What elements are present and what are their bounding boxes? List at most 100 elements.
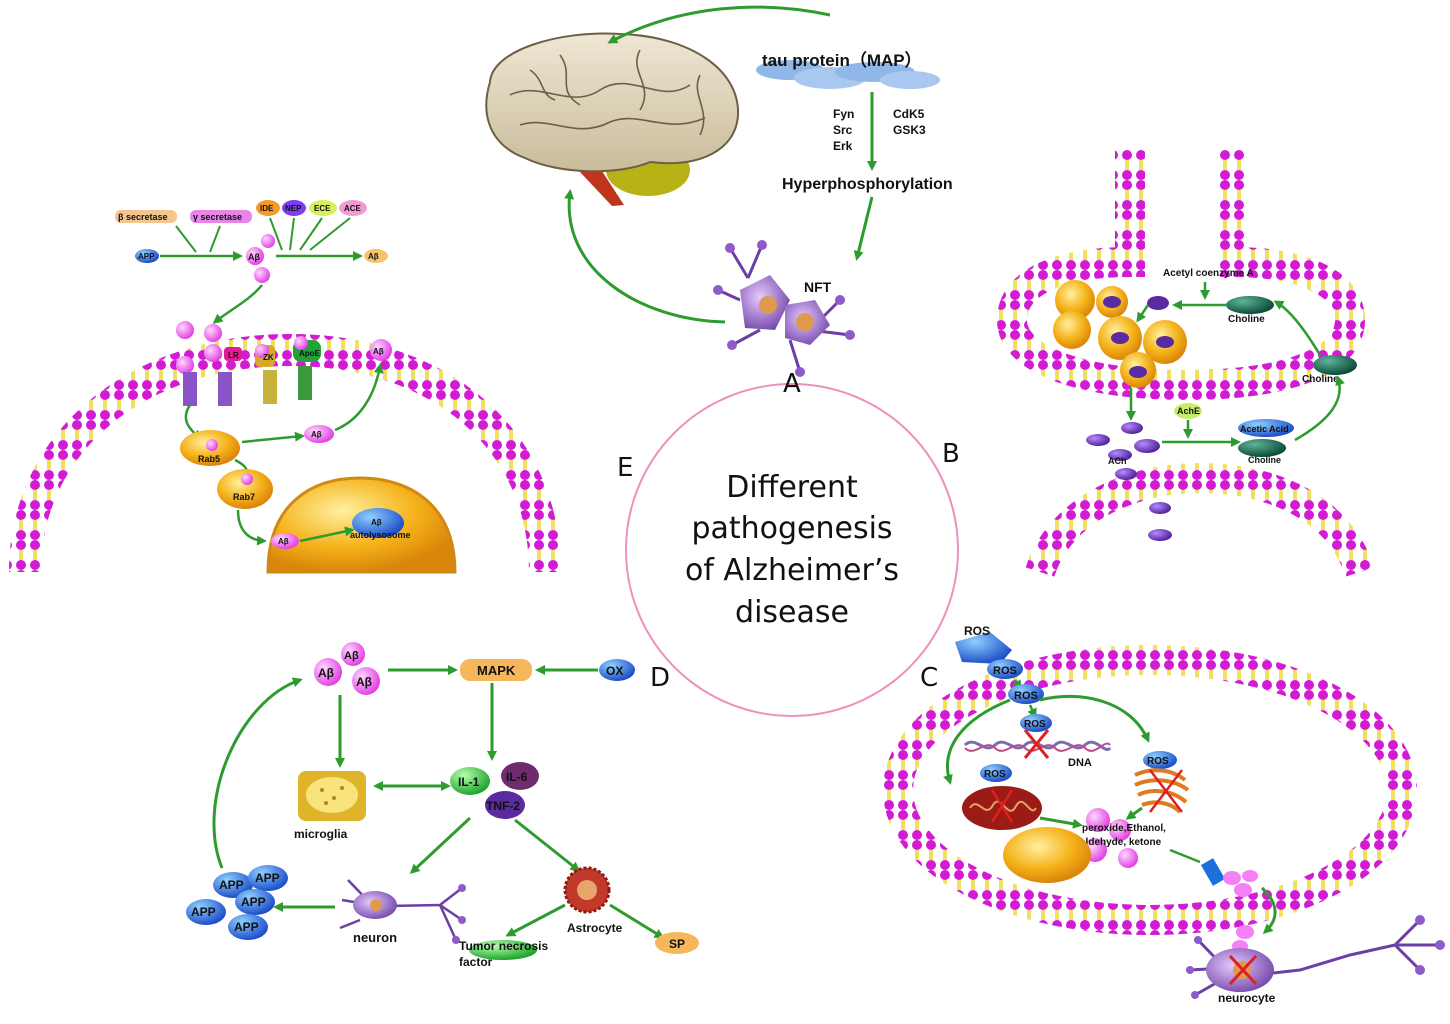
abeta-label-1: Aβ (248, 252, 260, 262)
kinase-erk: Erk (833, 139, 853, 153)
choline-molecule-bottom (1238, 439, 1286, 457)
rab5-label: Rab5 (198, 454, 220, 464)
choline-molecule-top (1226, 296, 1274, 314)
app-d-2: APP (255, 871, 280, 885)
abeta-cluster (246, 234, 275, 283)
receptor-lr: LR (228, 351, 239, 360)
il6-label: IL-6 (506, 770, 528, 784)
products-line-1: peroxide,Ethanol, (1082, 823, 1166, 834)
dna-icon (963, 729, 1112, 759)
abeta-d-2: Aβ (344, 650, 359, 662)
ros-label-3: ROS (1014, 690, 1038, 702)
panel-label-e: E (617, 453, 633, 483)
neuron-icon (339, 879, 466, 944)
receptor-apoe: ApoE (299, 349, 321, 358)
ros-label-4: ROS (1024, 719, 1046, 730)
kinase-gsk3: GSK3 (893, 123, 926, 137)
choline-right-label: Choline (1302, 374, 1339, 385)
brain-icon (485, 32, 740, 206)
panel-a-tau: tau protein（MAP） Fyn Src Erk CdK5 GSK3 H… (485, 5, 953, 377)
choline-molecule-right (1313, 355, 1357, 375)
nucleus (1003, 827, 1091, 883)
autolysosome-label: autolysosome (350, 530, 411, 540)
app-cluster (186, 865, 288, 940)
microglia-label: microglia (294, 827, 348, 841)
tnf-factor-molecule (469, 940, 537, 960)
app-d-5: APP (234, 920, 259, 934)
mitochondria-icon (962, 786, 1042, 830)
panel-label-a: A (783, 369, 801, 399)
tnf-factor-line-2: factor (459, 955, 493, 969)
panel-e-amyloid: β secretase γ secretase IDE NEP ECE ACE … (9, 200, 561, 574)
mapk-label: MAPK (477, 663, 516, 678)
abeta-group (314, 642, 380, 695)
abeta-label-3: Aβ (373, 347, 384, 356)
ros-molecule-outer (955, 632, 1012, 664)
beta-secretase-label: β secretase (118, 212, 168, 222)
app-molecule (135, 249, 159, 263)
rab7-endosome (217, 469, 273, 509)
abeta-label-2: Aβ (368, 252, 379, 261)
choline-top-label: Choline (1228, 314, 1265, 325)
mapk-box (460, 659, 532, 681)
receptor-zk: ZK (263, 353, 274, 362)
abeta-degraded (364, 249, 388, 263)
tnf-factor-line-1: Tumor necrosis (459, 939, 548, 953)
ox-molecule (599, 659, 635, 681)
kinase-cdk5: CdK5 (893, 107, 925, 121)
choline-bottom-label: Choline (1248, 455, 1281, 465)
golgi-er-icon (1134, 768, 1190, 814)
rab7-label: Rab7 (233, 492, 255, 502)
cytokines (450, 762, 539, 819)
microglia-icon (298, 771, 366, 821)
abeta-label-4: Aβ (311, 430, 322, 439)
abeta-label-5: Aβ (278, 537, 289, 546)
astrocyte-icon (563, 866, 611, 914)
sp-label: SP (669, 937, 685, 951)
abeta-d-1: Aβ (318, 666, 334, 680)
enzyme-nep: NEP (285, 204, 302, 213)
panel-b-cholinergic: Acetyl coenzyme A Choline Choline ACh Ac… (996, 150, 1375, 578)
ros-label-2: ROS (993, 665, 1017, 677)
app-d-4: APP (241, 895, 266, 909)
acetic-acid-label: Acetic Acid (1240, 424, 1289, 434)
enzyme-ide: IDE (260, 204, 274, 213)
tau-protein-cloud (756, 60, 940, 89)
nft-label: NFT (804, 279, 832, 295)
center-title-line-2: pathogenesis (691, 511, 892, 546)
abeta-label-6: Aβ (371, 518, 382, 527)
neurocyte-icon (1186, 915, 1445, 999)
enzyme-ece: ECE (314, 204, 331, 213)
neuron-label: neuron (353, 930, 397, 945)
abeta-d-3: Aβ (356, 675, 372, 689)
tau-protein-label: tau protein（MAP） (762, 50, 922, 70)
center-title-line-4: disease (735, 595, 849, 630)
astrocyte-label: Astrocyte (567, 921, 623, 935)
gamma-secretase-label: γ secretase (193, 212, 242, 222)
tnf2-label: TNF-2 (486, 799, 520, 813)
products-line-2: aldehyde, ketone (1080, 837, 1162, 848)
neurocyte-label: neurocyte (1218, 991, 1276, 1005)
cleft-ach-molecules (1086, 422, 1172, 541)
kinase-fyn: Fyn (833, 107, 854, 121)
abeta-in-transit (304, 425, 334, 443)
ox-label: OX (606, 664, 623, 678)
ros-label-6: ROS (1147, 756, 1169, 767)
nft-neuron-icon (713, 240, 855, 377)
center-circle: Different pathogenesis of Alzheimer’s di… (625, 383, 959, 717)
receptor-complex (176, 321, 321, 406)
acetic-acid-molecule (1238, 419, 1294, 437)
panel-label-d: D (650, 663, 670, 693)
abeta-released (370, 339, 392, 361)
app-d-3: APP (191, 905, 216, 919)
enzyme-ace: ACE (344, 204, 362, 213)
ache-label: AchE (1177, 406, 1200, 416)
ros-label-5: ROS (984, 769, 1006, 780)
ach-vesicles (1053, 280, 1187, 388)
ach-label: ACh (1108, 456, 1127, 466)
app-label: APP (138, 252, 155, 261)
panel-label-b: B (942, 439, 960, 469)
membrane-channel (1200, 858, 1226, 886)
panel-d-inflammation: Aβ Aβ Aβ MAPK OX microglia IL-1 IL-6 TNF… (186, 642, 699, 969)
